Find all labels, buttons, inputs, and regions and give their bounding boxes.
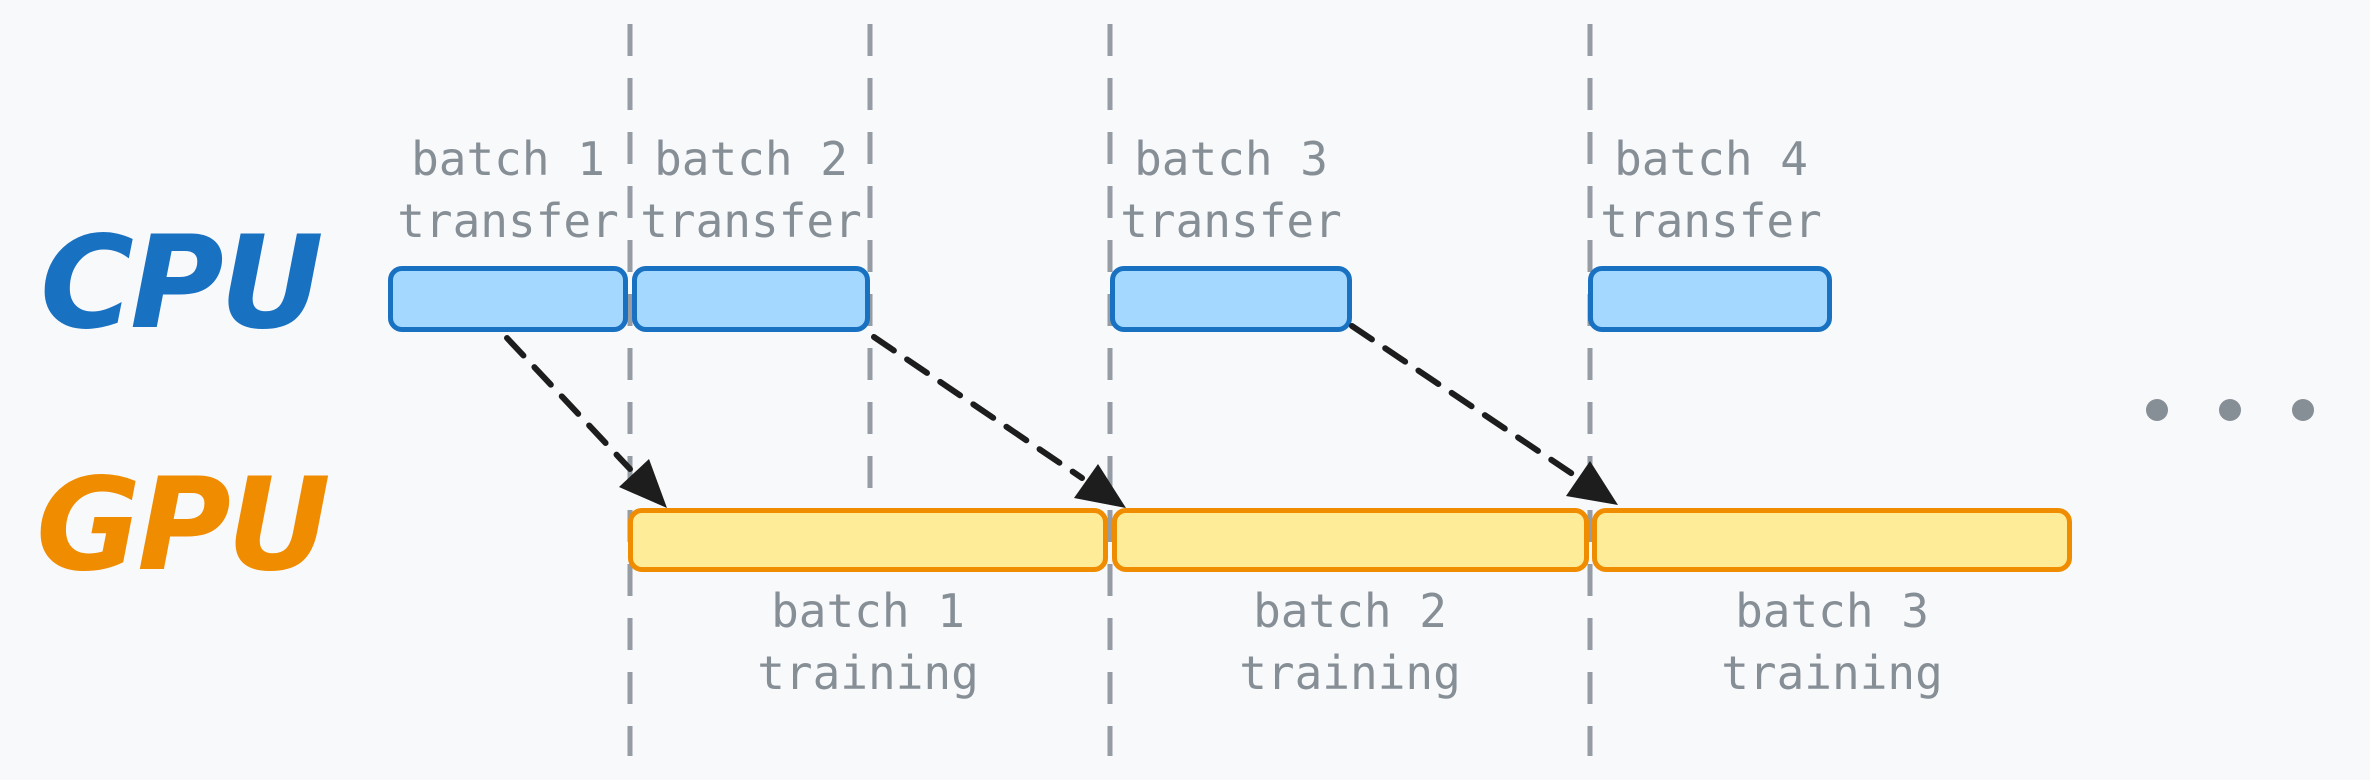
transfer-to-training-arrow-3-shaft: [1349, 323, 1577, 478]
transfer-caption-4-line1: batch 4: [1614, 132, 1808, 186]
transfer-caption-1: batch 1 transfer: [397, 128, 619, 252]
transfer-to-training-arrow-2-shaft: [871, 334, 1085, 481]
transfer-caption-1-line2: transfer: [397, 194, 619, 248]
transfer-caption-4-line2: transfer: [1600, 194, 1822, 248]
transfer-caption-1-line1: batch 1: [411, 132, 605, 186]
cpu-transfer-block-2: [632, 266, 870, 332]
transfer-caption-2-line1: batch 2: [654, 132, 848, 186]
ellipsis-dot-2: [2219, 399, 2241, 421]
transfer-to-training-arrow-2-head: [1074, 464, 1126, 508]
training-caption-3-line1: batch 3: [1735, 584, 1929, 638]
gpu-training-block-3: [1592, 508, 2072, 572]
training-caption-3-line2: training: [1721, 646, 1943, 700]
transfer-caption-4: batch 4 transfer: [1600, 128, 1822, 252]
training-caption-2-line1: batch 2: [1253, 584, 1447, 638]
cpu-row-label: CPU: [40, 209, 324, 358]
transfer-to-training-arrow-1-shaft: [504, 335, 633, 472]
transfer-caption-3: batch 3 transfer: [1120, 128, 1342, 252]
transfer-to-training-arrow-1-head: [619, 459, 667, 508]
training-caption-1: batch 1 training: [757, 580, 979, 704]
transfer-caption-2: batch 2 transfer: [640, 128, 862, 252]
ellipsis-dot-3: [2292, 399, 2314, 421]
transfer-caption-3-line2: transfer: [1120, 194, 1342, 248]
gpu-training-block-2: [1112, 508, 1589, 572]
cpu-transfer-block-4: [1588, 266, 1832, 332]
training-caption-2-line2: training: [1239, 646, 1461, 700]
training-caption-1-line1: batch 1: [771, 584, 965, 638]
transfer-caption-3-line1: batch 3: [1134, 132, 1328, 186]
training-caption-3: batch 3 training: [1721, 580, 1943, 704]
gpu-training-block-1: [628, 508, 1108, 572]
gpu-row-label: GPU: [36, 451, 331, 600]
cpu-transfer-block-3: [1110, 266, 1352, 332]
ellipsis-dot-1: [2146, 399, 2168, 421]
training-caption-1-line2: training: [757, 646, 979, 700]
cpu-transfer-block-1: [388, 266, 628, 332]
transfer-to-training-arrow-3-head: [1566, 461, 1618, 505]
transfer-caption-2-line2: transfer: [640, 194, 862, 248]
training-caption-2: batch 2 training: [1239, 580, 1461, 704]
